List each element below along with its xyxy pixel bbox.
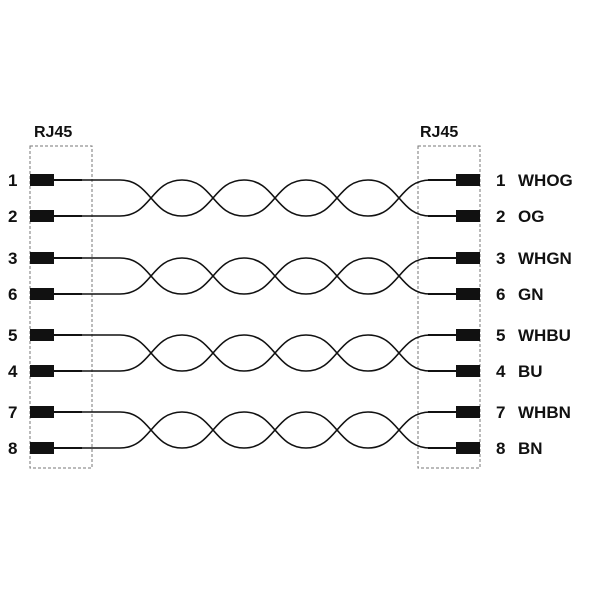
left-pin-number: 2 <box>8 207 17 226</box>
left-connector-outline <box>29 145 93 469</box>
right-pin-number: 1 <box>496 171 505 190</box>
left-pin <box>30 252 54 264</box>
left-pin <box>30 442 54 454</box>
right-pin <box>456 329 480 341</box>
left-connector-title: RJ45 <box>34 124 72 141</box>
right-pin <box>456 288 480 300</box>
right-pin-number: 6 <box>496 285 505 304</box>
left-pin-number: 7 <box>8 403 17 422</box>
left-pin-number: 6 <box>8 285 17 304</box>
right-wire-color: WHOG <box>518 171 573 190</box>
right-pin <box>456 365 480 377</box>
left-pin <box>30 174 54 186</box>
left-pin-number: 3 <box>8 249 17 268</box>
pins <box>30 174 480 454</box>
wire <box>80 411 470 449</box>
right-wire-color: BU <box>518 362 543 381</box>
right-pin <box>456 442 480 454</box>
right-connector-title: RJ45 <box>420 124 458 141</box>
right-pin-number: 8 <box>496 439 505 458</box>
right-pin-number: 2 <box>496 207 505 226</box>
left-pin-number: 1 <box>8 171 17 190</box>
right-pin <box>456 406 480 418</box>
right-pin-number: 4 <box>496 362 506 381</box>
right-pin <box>456 252 480 264</box>
right-pin <box>456 174 480 186</box>
wire <box>80 257 470 295</box>
left-pin <box>30 329 54 341</box>
right-wire-color: GN <box>518 285 544 304</box>
right-wire-color: WHBU <box>518 326 571 345</box>
right-pin-number: 7 <box>496 403 505 422</box>
left-pin <box>30 210 54 222</box>
right-wire-color: OG <box>518 207 544 226</box>
left-pin-number: 8 <box>8 439 17 458</box>
left-pin-number: 5 <box>8 326 17 345</box>
right-pin <box>456 210 480 222</box>
left-pin <box>30 288 54 300</box>
right-pin-number: 3 <box>496 249 505 268</box>
left-pin <box>30 365 54 377</box>
pin-labels: 1 1 WHOG 2 2 OG 3 3 WHGN 6 6 GN 5 5 WHBU 4 4 BU 7 7 WHBN 8 8 BN <box>8 171 573 458</box>
right-wire-color: WHGN <box>518 249 572 268</box>
left-pin <box>30 406 54 418</box>
left-pin-number: 4 <box>8 362 18 381</box>
wire <box>80 179 470 217</box>
wire <box>80 334 470 372</box>
right-wire-color: WHBN <box>518 403 571 422</box>
right-pin-number: 5 <box>496 326 505 345</box>
right-wire-color: BN <box>518 439 543 458</box>
right-connector-outline <box>417 145 481 469</box>
twisted-pairs <box>80 179 470 449</box>
